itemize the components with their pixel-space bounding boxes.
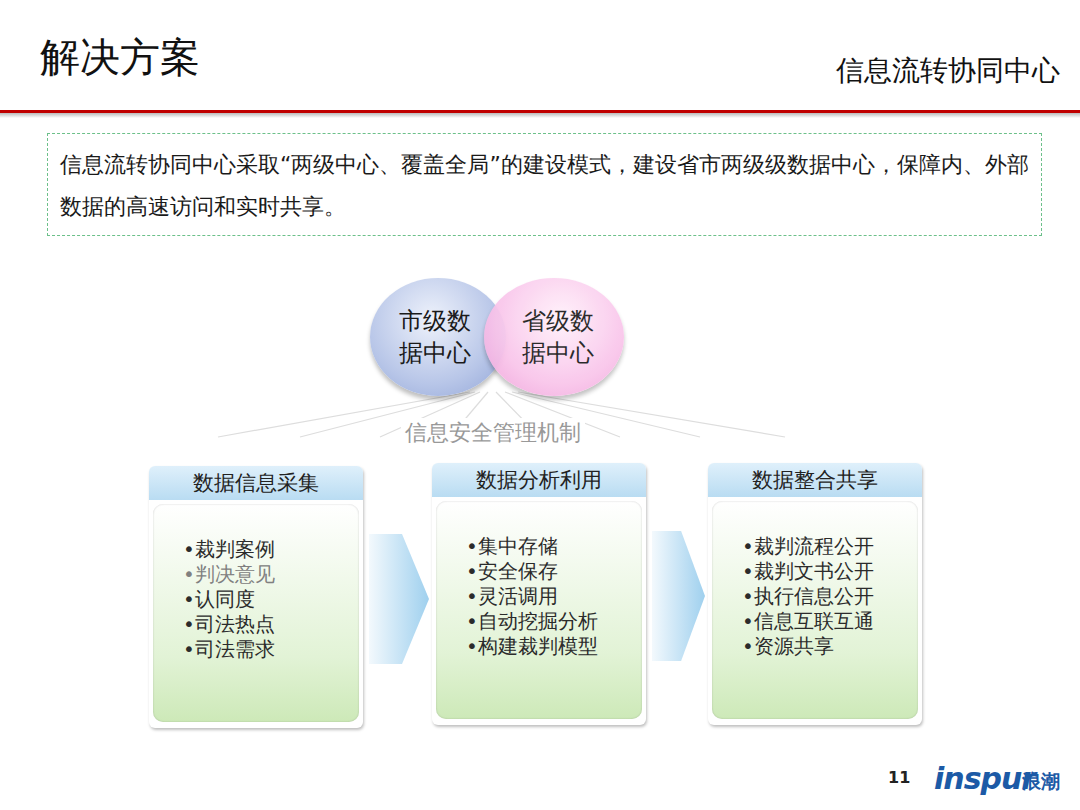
circle-text: 市级数据中心 — [399, 305, 471, 369]
process-box: 数据信息采集 •裁判案例•判决意见•认同度•司法热点•司法需求 — [149, 466, 363, 728]
logo-text: inspur — [934, 762, 1035, 796]
box-heading: 数据整合共享 — [708, 463, 922, 497]
box-panel: •裁判流程公开•裁判文书公开•执行信息公开•信息互联互通•资源共享 — [712, 501, 918, 719]
bullet-item: •裁判案例 — [183, 537, 359, 562]
bullet-item: •资源共享 — [742, 634, 918, 659]
header-rule — [0, 110, 1080, 113]
page-title: 解决方案 — [40, 30, 200, 84]
circle-text: 省级数据中心 — [522, 305, 594, 369]
intro-box: 信息流转协同中心采取“两级中心、覆盖全局”的建设模式，建设省市两级级数据中心，保… — [47, 133, 1042, 236]
bullet-item: •裁判流程公开 — [742, 534, 918, 559]
header-shadow — [0, 113, 1080, 118]
bullet-item: •认同度 — [183, 587, 359, 612]
block-arrow — [369, 534, 429, 664]
logo-chinese: 浪潮 — [1022, 768, 1060, 794]
bullet-item: •司法需求 — [183, 637, 359, 662]
bullet-item: •构建裁判模型 — [466, 634, 642, 659]
data-center-circle: 省级数据中心 — [484, 278, 624, 396]
block-arrow — [652, 531, 705, 661]
intro-text: 信息流转协同中心采取“两级中心、覆盖全局”的建设模式，建设省市两级级数据中心，保… — [60, 144, 1029, 228]
bullet-item: •信息互联互通 — [742, 609, 918, 634]
bullet-item: •安全保存 — [466, 559, 642, 584]
box-heading: 数据信息采集 — [149, 466, 363, 500]
bullet-item: •自动挖掘分析 — [466, 609, 642, 634]
mechanism-label: 信息安全管理机制 — [401, 418, 585, 448]
box-panel: •裁判案例•判决意见•认同度•司法热点•司法需求 — [153, 504, 359, 722]
page-number: 11 — [888, 768, 910, 787]
bullet-item: •集中存储 — [466, 534, 642, 559]
bullet-item: •执行信息公开 — [742, 584, 918, 609]
bullet-item: •司法热点 — [183, 612, 359, 637]
bullet-item: •裁判文书公开 — [742, 559, 918, 584]
box-panel: •集中存储•安全保存•灵活调用•自动挖掘分析•构建裁判模型 — [436, 501, 642, 719]
box-heading: 数据分析利用 — [432, 463, 646, 497]
process-box: 数据分析利用 •集中存储•安全保存•灵活调用•自动挖掘分析•构建裁判模型 — [432, 463, 646, 725]
section-name: 信息流转协同中心 — [836, 52, 1060, 90]
bullet-item: •判决意见 — [183, 562, 359, 587]
bullet-item: •灵活调用 — [466, 584, 642, 609]
process-box: 数据整合共享 •裁判流程公开•裁判文书公开•执行信息公开•信息互联互通•资源共享 — [708, 463, 922, 725]
